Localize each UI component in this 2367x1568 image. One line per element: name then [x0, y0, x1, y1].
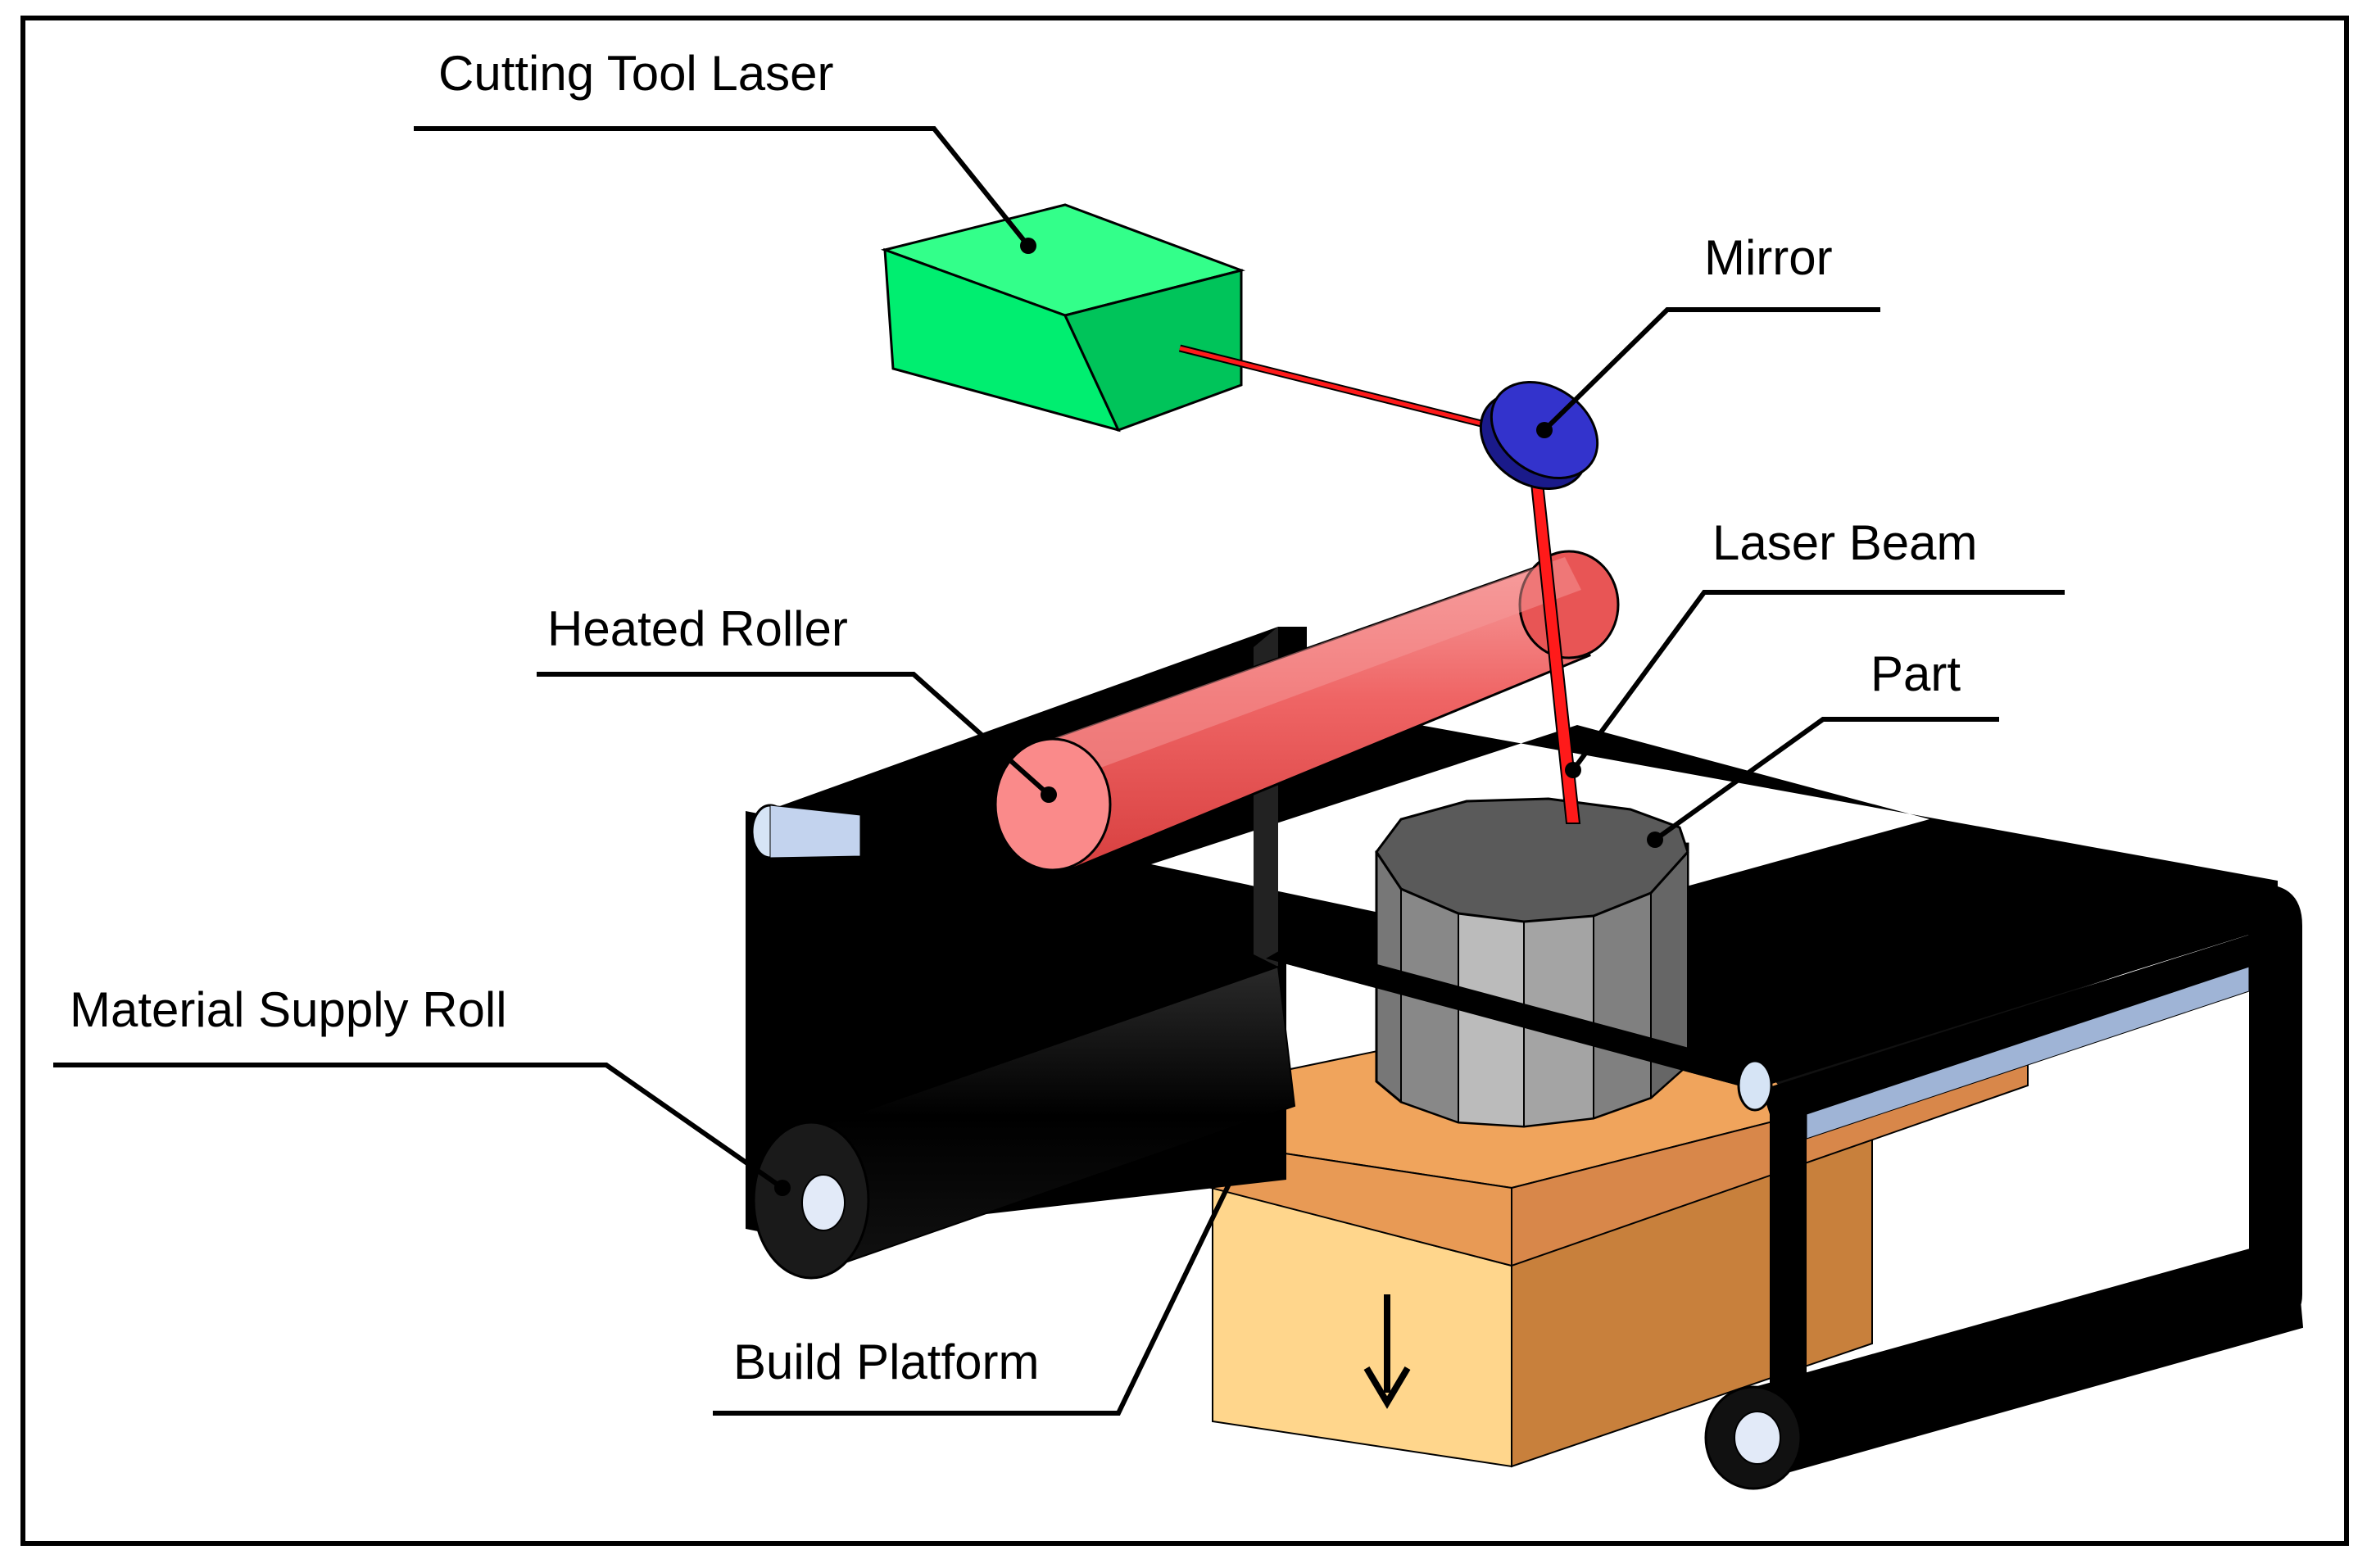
label-part: Part	[1870, 646, 1961, 701]
label-build-platform: Build Platform	[733, 1335, 1039, 1389]
down-arrow-icon	[1363, 1294, 1411, 1409]
beam-segment-1	[1179, 346, 1492, 428]
supply-roll-core	[801, 1174, 846, 1231]
heated-roller-highlight	[1045, 557, 1581, 782]
left-idler-shaft	[769, 804, 861, 859]
right-frame-left-post	[1762, 926, 2278, 1454]
sheet-front-strip	[1266, 942, 1753, 1090]
cutting-tool-laser	[880, 203, 1246, 433]
part-face-4	[1593, 891, 1652, 1120]
leader-mirror	[1542, 307, 1880, 433]
right-idler-roller	[1737, 1059, 1773, 1112]
leader-cutting-tool-laser	[414, 126, 1031, 247]
leader-build-platform	[713, 1174, 1236, 1416]
label-heated-roller: Heated Roller	[547, 601, 848, 656]
leader-part	[1653, 717, 1999, 842]
leader-heated-roller	[537, 672, 1050, 797]
take-up-roll-core	[1734, 1411, 1781, 1465]
part-top	[1375, 797, 1689, 923]
label-material-supply-roll: Material Supply Roll	[70, 982, 507, 1037]
label-mirror: Mirror	[1704, 230, 1833, 285]
label-laser-beam: Laser Beam	[1712, 515, 1978, 570]
leader-laser-beam	[1571, 590, 2065, 772]
heated-roller-near-end	[994, 737, 1112, 872]
leader-dots	[774, 238, 1663, 1196]
label-cutting-tool-laser: Cutting Tool Laser	[438, 46, 834, 101]
right-frame-rail	[1806, 966, 2250, 1140]
leader-lines	[53, 126, 2065, 1416]
material-supply-roll	[752, 965, 1296, 1280]
leader-material-supply-roll	[53, 1063, 784, 1190]
laser-box-side	[1063, 269, 1243, 432]
part	[1266, 797, 1753, 1128]
right-frame-front	[1704, 885, 2304, 1490]
